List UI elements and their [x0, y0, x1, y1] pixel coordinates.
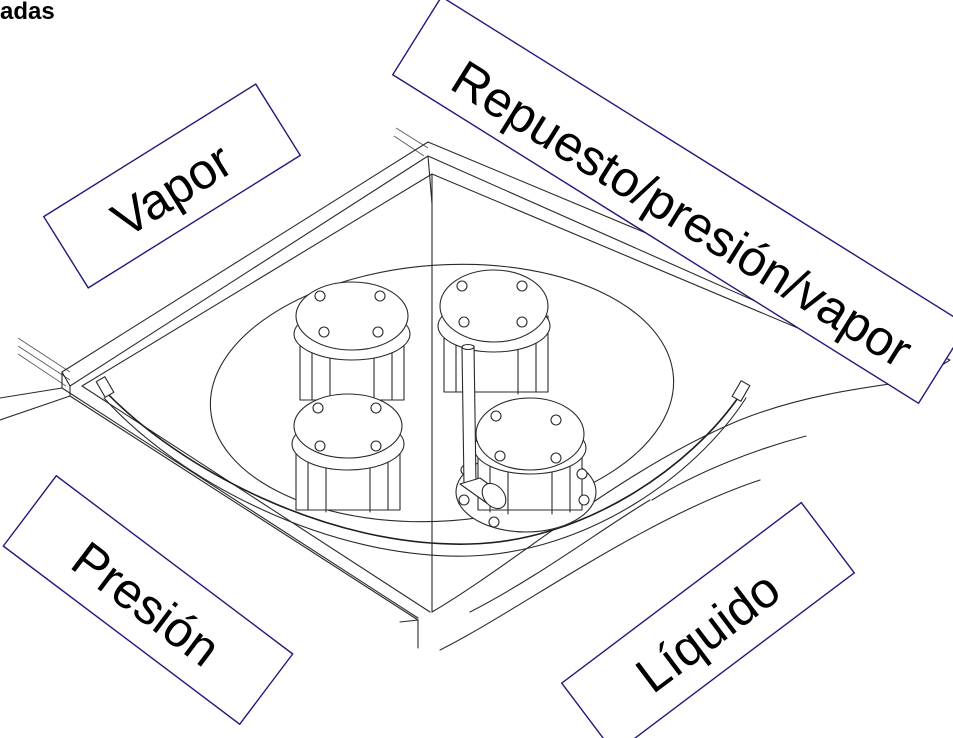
manifold-cover-vapor	[293, 281, 411, 403]
inner-collar	[95, 263, 751, 557]
label-presion-box: Presión	[2, 474, 294, 726]
left-ribbed-edge	[17, 127, 429, 387]
manifold-cover-presion	[291, 393, 405, 513]
manifold-cover-liquido	[455, 397, 597, 533]
label-vapor-box: Vapor	[42, 83, 302, 289]
partial-heading: adas	[0, 0, 55, 25]
manifold-cover-repuesto	[437, 269, 551, 395]
submersible-pump-pipe	[459, 343, 507, 510]
label-liquido-box: Líquido	[560, 501, 856, 738]
